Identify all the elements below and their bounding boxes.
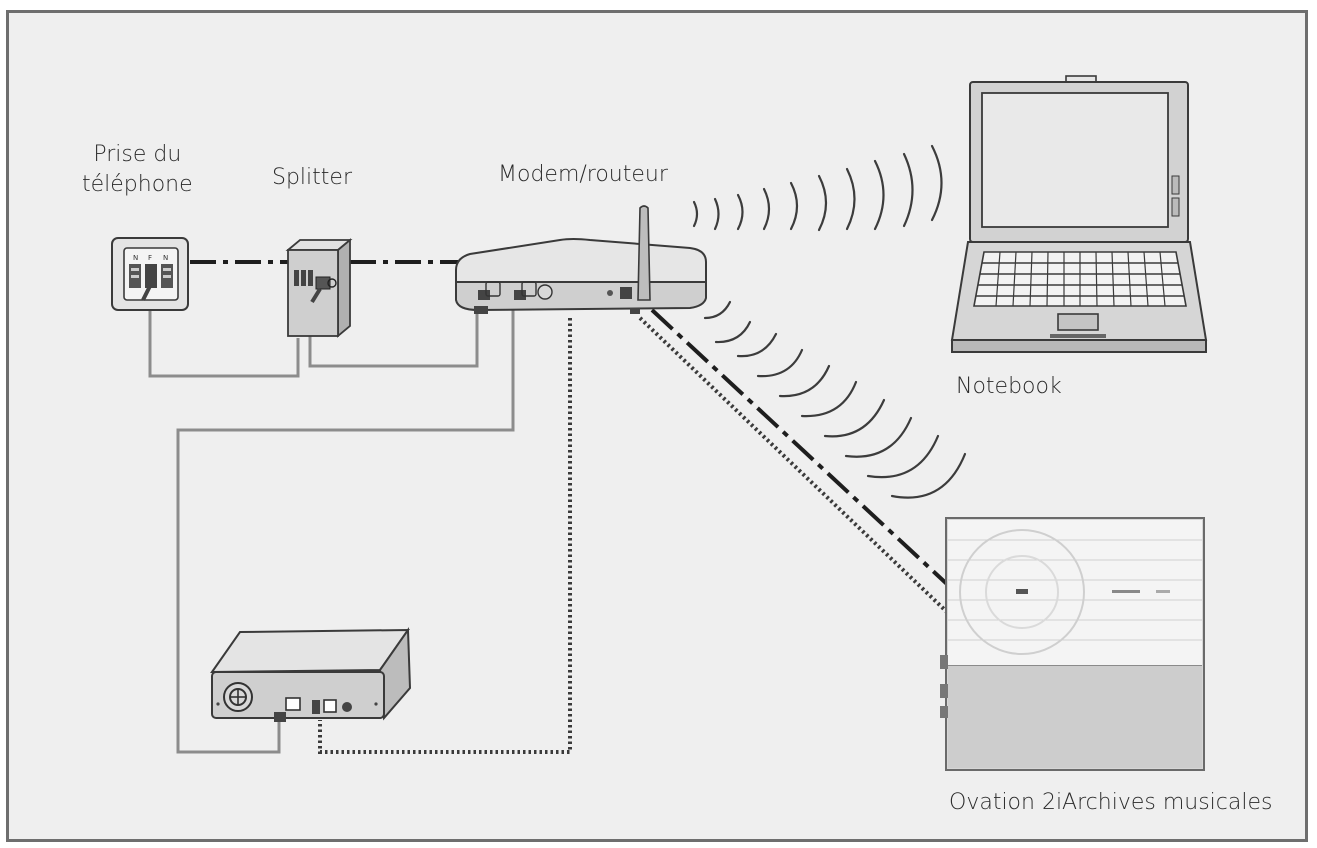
cable-modem-to-nas-grey [176, 308, 515, 754]
label-splitter: Splitter [272, 165, 352, 190]
wave-arc [800, 380, 858, 418]
wave-arc [762, 187, 771, 231]
laptop-keyboard [973, 251, 1187, 307]
nas-drive-icon [210, 626, 412, 722]
top-left-tab [0, 0, 264, 12]
label-modem-router: Modem/routeur [498, 162, 668, 187]
splitter-icon [285, 238, 353, 338]
wave-arc [845, 167, 856, 231]
wave-arc [692, 200, 699, 228]
label-ovation: Ovation 2iArchives musicales [949, 790, 1273, 815]
wifi-waves-to-notebook [692, 144, 943, 232]
wave-arc [756, 348, 804, 378]
phone-socket-icon: N F N [111, 237, 189, 311]
wave-arc [736, 193, 744, 231]
wave-arc [890, 452, 967, 499]
wave-arc [789, 181, 799, 231]
wave-arc [823, 398, 886, 438]
wave-arc [778, 364, 831, 398]
cable-modem-to-nas-dotted [318, 318, 572, 754]
wave-arc [930, 144, 943, 222]
wave-arc [714, 320, 752, 344]
wave-arc [902, 152, 914, 228]
svg-text:F: F [148, 254, 152, 262]
ovation-device-icon [940, 517, 1205, 771]
laptop-icon [950, 75, 1208, 353]
wave-arc [817, 174, 828, 232]
wave-arc [713, 197, 720, 231]
wave-arc [844, 416, 913, 458]
router-icon [455, 205, 707, 314]
label-phone-socket: Prise du téléphone [82, 140, 193, 200]
svg-text:N: N [163, 254, 168, 262]
wave-arc [866, 434, 940, 479]
cable-socket-to-splitter-grey [148, 308, 300, 378]
wave-arc [736, 332, 778, 358]
wave-arc [703, 300, 732, 320]
wifi-waves-to-ovation [703, 300, 967, 499]
wave-arc [873, 159, 885, 231]
cables [148, 260, 950, 754]
label-phone-socket-line2: téléphone [82, 172, 193, 197]
label-phone-socket-line1: Prise du [93, 142, 182, 167]
cable-modem-to-ovation-dashdot [650, 308, 950, 587]
svg-text:N: N [133, 254, 138, 262]
label-notebook: Notebook [956, 374, 1062, 399]
